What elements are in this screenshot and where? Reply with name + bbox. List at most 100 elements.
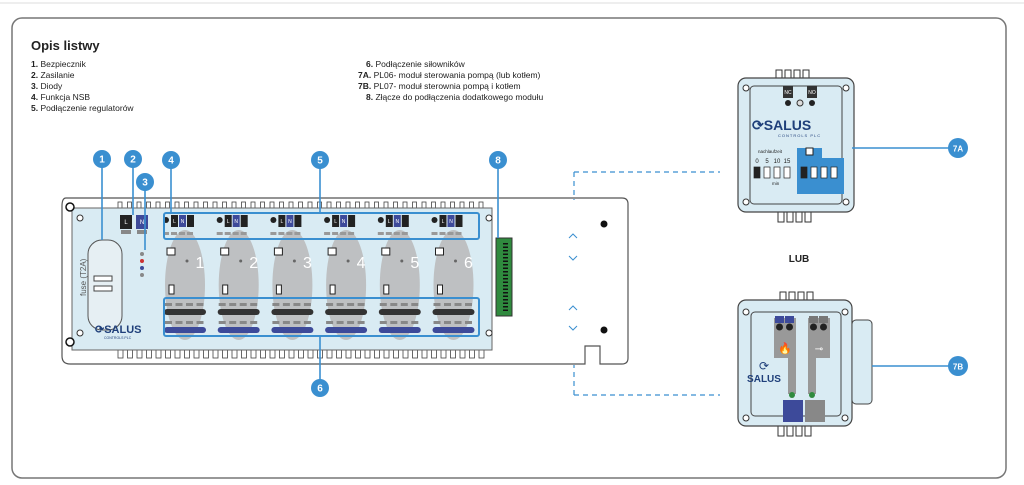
terminal-foot	[165, 303, 172, 306]
terminal-foot	[377, 232, 384, 235]
legend-item: 8. Złącze do podłączenia dodatkowego mod…	[366, 92, 544, 102]
dip-switch[interactable]	[830, 166, 838, 179]
terminal-screw	[809, 100, 815, 106]
pump-switch[interactable]	[805, 400, 825, 422]
brand-logo: ⟳SALUS	[752, 117, 811, 133]
terminal-foot	[232, 232, 239, 235]
screw-hole	[76, 214, 84, 222]
terminal-foot	[332, 232, 339, 235]
legend-item: 4. Funkcja NSB	[31, 92, 91, 102]
terminal-foot	[165, 321, 172, 324]
terminal-foot	[250, 303, 258, 306]
terminal-foot	[196, 321, 204, 324]
zone-dot	[292, 259, 296, 263]
dip-switch[interactable]	[800, 166, 808, 179]
terminal-foot	[385, 232, 392, 235]
terminal-label: L	[124, 220, 128, 226]
dip-switch[interactable]	[820, 166, 828, 179]
terminal-foot	[216, 232, 223, 235]
nsb-terminal	[431, 217, 438, 223]
terminal-foot	[357, 303, 365, 306]
zone-switch	[437, 284, 443, 295]
callout-number: 5	[317, 156, 323, 167]
zone-terminal	[455, 215, 463, 227]
terminal-foot	[433, 303, 441, 306]
screw-hole	[76, 329, 84, 337]
terminal-foot	[239, 321, 247, 324]
terminal-label: N	[140, 220, 144, 226]
terminal-top	[775, 316, 784, 323]
legend-item: 3. Diody	[31, 81, 63, 91]
terminal-top	[809, 316, 818, 323]
status-icon	[435, 247, 444, 256]
relay-label: NO	[808, 90, 816, 96]
callout-badge	[948, 356, 968, 376]
terminal-foot	[390, 303, 398, 306]
terminal-foot	[229, 321, 237, 324]
zone-dot	[346, 259, 350, 263]
terminal-foot	[179, 232, 185, 235]
dip-switch[interactable]	[773, 166, 781, 179]
boiler-switch[interactable]	[783, 400, 803, 422]
zone-number: 2	[249, 255, 258, 272]
dip-switch[interactable]	[810, 166, 818, 179]
terminal-foot	[444, 303, 451, 306]
terminal-foot	[186, 321, 193, 324]
relay-terminal	[807, 86, 817, 98]
legend-right: 6. Podłączenie siłowników 7A. PL06- modu…	[358, 59, 543, 103]
terminal-foot	[303, 303, 311, 306]
time-option: 5	[765, 159, 769, 165]
connector-pin	[503, 278, 508, 280]
legend-item: 5. Podłączenie regulatorów	[31, 103, 134, 113]
terminal-label: L	[334, 219, 337, 225]
mount-hole	[65, 337, 75, 347]
terminal-foot	[357, 321, 365, 324]
terminal-label: N	[342, 219, 346, 225]
zone-terminal	[232, 215, 240, 227]
terminal-foot	[324, 232, 331, 235]
terminal-label: L	[173, 219, 176, 225]
zone-switch	[168, 284, 175, 295]
zone-terminal	[179, 215, 186, 227]
dashed-guide	[573, 171, 720, 396]
dip-switch[interactable]	[783, 166, 791, 179]
zone-terminal	[224, 215, 232, 227]
dip-switch[interactable]	[763, 166, 771, 179]
zone-terminal	[278, 215, 286, 227]
terminal-label: L	[281, 219, 284, 225]
terminal-foot	[272, 303, 280, 306]
terminal-label: N	[181, 219, 185, 225]
callout-badge	[311, 151, 329, 169]
connector-pin	[503, 271, 508, 273]
brand-sub: CONTROLS PLC	[778, 133, 821, 138]
connector-pin	[503, 306, 508, 308]
terminal-foot	[444, 321, 451, 324]
terminal-foot	[218, 303, 226, 306]
terminal-foot	[240, 232, 247, 235]
status-icon	[273, 247, 283, 256]
terminal-screw	[820, 323, 827, 331]
terminal-foot	[175, 321, 183, 324]
fuse-slot	[93, 275, 113, 282]
callout-badge	[162, 151, 180, 169]
terminal-foot	[282, 321, 290, 324]
screw-hole	[842, 84, 850, 92]
screw-hole	[485, 214, 493, 222]
connector-pin	[503, 250, 508, 252]
callout-number: 7A	[953, 145, 963, 154]
or-label: LUB	[789, 254, 810, 265]
actuator-terminal-blue	[325, 327, 368, 333]
terminal-foot	[286, 232, 293, 235]
dip-switch[interactable]	[753, 166, 761, 179]
screw-hole	[742, 198, 750, 206]
terminal-foot	[218, 321, 226, 324]
terminal-foot	[465, 321, 472, 324]
connector-pin	[503, 260, 508, 262]
callout-badge	[124, 150, 142, 168]
terminal-top	[819, 316, 828, 323]
terminal-foot	[137, 230, 147, 234]
terminal-foot	[411, 321, 419, 324]
terminal-foot	[294, 232, 301, 235]
